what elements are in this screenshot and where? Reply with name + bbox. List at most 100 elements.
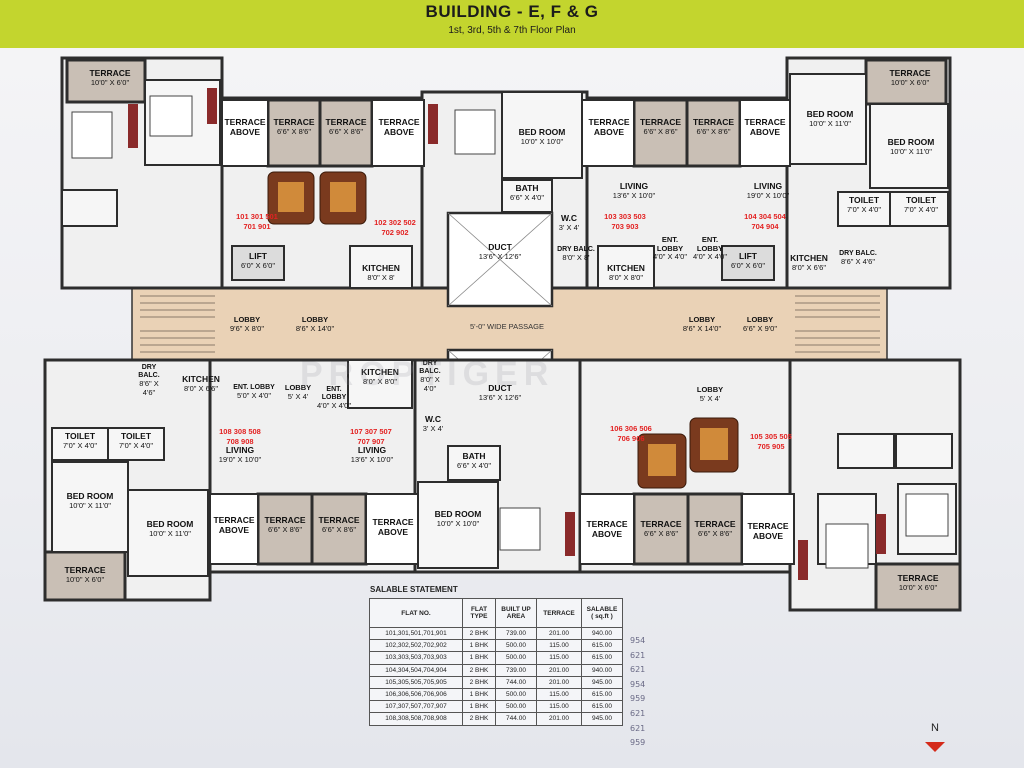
table-cell: 615.00 [581,687,623,702]
plan-subtitle: 1st, 3rd, 5th & 7th Floor Plan [448,25,576,36]
bedroom-bm [417,481,499,569]
table-cell: 102,302,502,702,902 [369,639,463,653]
saleable-statement-table: FLAT NO. FLAT TYPE BUILT UP AREA TERRACE… [369,598,623,726]
table-cell: 1 BHK [462,687,496,702]
terrace-above-t1 [221,99,269,167]
bath-bottom [447,445,501,481]
label-dry-balc-t2: DRY BALC.8'6" X 4'6" [839,250,877,267]
table-cell: 104,304,504,704,904 [369,663,463,677]
terrace-b2 [310,492,368,566]
label-terrace-above-b3: TERRACE ABOVE [586,519,628,539]
table-cell: 500.00 [495,651,537,665]
bed-tm [454,109,496,155]
handwritten-note: 959 [630,738,646,748]
kitchen-bm [347,359,413,409]
bath-top [501,179,553,213]
handwritten-note: 621 [630,665,646,675]
label-terrace-above-b1: TERRACE ABOVE [213,515,255,535]
label-terrace-above-t3: TERRACE ABOVE [588,117,630,137]
label-terrace-above-t4: TERRACE ABOVE [744,117,786,137]
terrace-br [874,562,962,612]
lift-left [231,245,285,281]
toilet-bl2 [107,427,165,461]
table-cell: 2 BHK [462,712,496,726]
bedroom-tr2 [869,103,949,189]
table-cell: 615.00 [581,639,623,653]
header-salable: SALABLE ( sq.ft ) [581,598,623,628]
terrace-above-t4 [739,99,791,167]
table-cell: 115.00 [536,639,582,653]
table-cell: 105,305,505,705,905 [369,675,463,689]
bedroom-bl1 [51,461,129,553]
table-cell: 2 BHK [462,663,496,677]
handwritten-note: 621 [630,709,646,718]
table-cell: 115.00 [536,700,582,714]
table-cell: 940.00 [581,626,623,641]
table-cell: 201.00 [536,675,582,689]
table-cell: 115.00 [536,651,582,665]
table-cell: 115.00 [536,687,582,702]
kitchen-tm [597,245,655,289]
lift-right [721,245,775,281]
terrace-t2 [318,98,374,168]
plan-title: BUILDING - E, F & G [425,2,599,21]
table-cell: 500.00 [495,639,537,653]
table-cell: 500.00 [495,700,537,714]
handwritten-note: 621 [630,650,646,660]
bed-bm [499,507,541,551]
handwritten-note: 621 [630,723,646,733]
header-built-up: BUILT UP AREA [495,598,537,628]
bedroom-tr1 [789,73,867,165]
label-dry-balc-bl: DRY BALC.8'6" X 4'6" [138,364,160,397]
label-terrace-above-b4: TERRACE ABOVE [747,521,789,541]
staircase-right [795,295,880,353]
kitchen-tl [349,245,413,289]
label-terrace-above-t2: TERRACE ABOVE [378,117,420,137]
header-terrace: TERRACE [536,598,582,628]
table-cell: 940.00 [581,663,623,677]
bed-br2 [905,493,949,537]
table-cell: 739.00 [495,663,537,677]
bedroom-tm [501,91,583,179]
